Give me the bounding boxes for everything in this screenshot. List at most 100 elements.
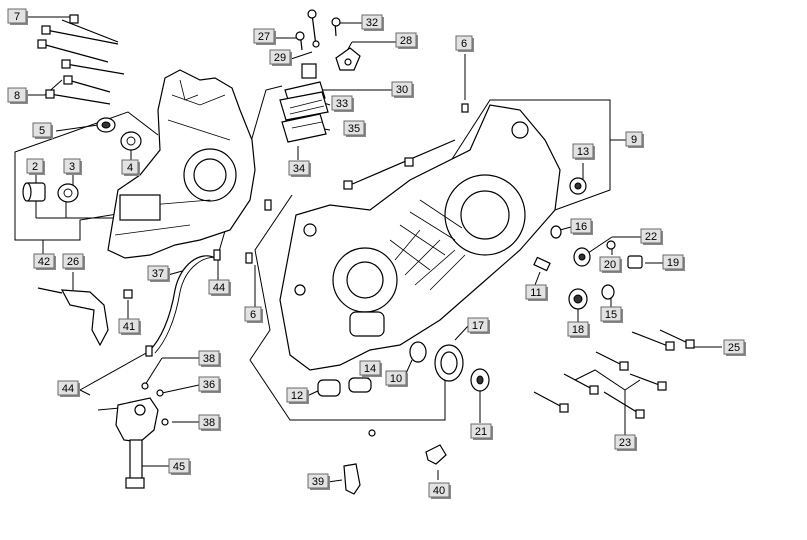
callout-19-label: 19: [667, 257, 679, 269]
callout-45: 45: [168, 458, 191, 475]
callout-21-label: 21: [475, 426, 487, 438]
callout-4-label: 4: [127, 162, 133, 174]
callout-3-label: 3: [69, 161, 75, 173]
callout-11: 11: [525, 284, 548, 301]
bearing-22: [573, 247, 591, 267]
callout-29-label: 29: [274, 52, 286, 64]
callout-21: 21: [470, 423, 493, 440]
callout-40: 40: [428, 482, 451, 499]
right-crankcase: [279, 104, 561, 371]
callout-44-label: 44: [62, 383, 74, 395]
callout-27-label: 27: [258, 31, 270, 43]
callout-26-label: 26: [67, 256, 79, 268]
callout-20-label: 20: [604, 259, 616, 271]
bracket-28: [335, 47, 361, 71]
callout-5-label: 5: [39, 125, 45, 137]
bushing-14: [348, 377, 372, 393]
callout-6-top: 6: [455, 35, 474, 52]
clip-44-upper: [213, 249, 221, 261]
callout-30: 30: [391, 81, 414, 98]
callout-38-upper: 38: [198, 350, 221, 367]
callout-8: 8: [7, 87, 28, 104]
callout-13-label: 13: [577, 146, 589, 158]
callout-28-label: 28: [400, 35, 412, 47]
callout-2-label: 2: [32, 161, 38, 173]
callout-41: 41: [118, 318, 141, 335]
callout-10-label: 10: [390, 373, 402, 385]
callout-9-label: 9: [631, 134, 637, 146]
callout-34-label: 34: [293, 163, 305, 175]
callout-38-lower-label: 38: [203, 417, 215, 429]
callout-30-label: 30: [396, 84, 408, 96]
hose-37: [149, 255, 220, 354]
bolts-25-23: [533, 329, 695, 419]
callout-14-label: 14: [364, 363, 376, 375]
callout-7: 7: [7, 8, 28, 25]
callout-6-lower-label: 6: [250, 309, 256, 321]
callout-26: 26: [62, 253, 85, 270]
bushing-12: [317, 379, 341, 397]
bracket-39: [343, 463, 361, 495]
dowels-6: [245, 103, 469, 264]
clip-44-lower: [145, 345, 153, 357]
callout-44-upper: 44: [208, 279, 231, 296]
callout-25: 25: [723, 339, 746, 356]
callout-39-label: 39: [312, 476, 324, 488]
callout-32-label: 32: [366, 17, 378, 29]
callout-12-label: 12: [291, 390, 303, 402]
bearing-3: [57, 183, 79, 203]
callout-15: 15: [600, 306, 623, 323]
left-crankcase-half: [107, 69, 256, 259]
callout-38-label: 38: [203, 353, 215, 365]
reed-block-30-33-35: [279, 63, 329, 143]
callout-9: 9: [625, 131, 644, 148]
seal-10: [409, 341, 427, 363]
callout-27: 27: [253, 28, 276, 45]
callout-44-lower: 44: [57, 380, 80, 397]
callout-37-label: 37: [152, 268, 164, 280]
callout-8-label: 8: [14, 90, 20, 102]
callout-15-label: 15: [605, 309, 617, 321]
callout-4: 4: [121, 159, 140, 176]
callout-36: 36: [198, 376, 221, 393]
bearing-4: [120, 131, 142, 151]
callout-10: 10: [385, 370, 408, 387]
callout-17: 17: [467, 317, 490, 334]
bolts-7-8: [37, 14, 125, 105]
callout-2: 2: [26, 158, 45, 175]
callout-11-label: 11: [530, 287, 541, 299]
plug-19: [627, 255, 643, 269]
callout-36-label: 36: [203, 379, 215, 391]
callout-19: 19: [662, 254, 685, 271]
callout-16-label: 16: [575, 221, 587, 233]
callout-29: 29: [269, 49, 292, 66]
callout-37: 37: [147, 265, 170, 282]
callout-17-label: 17: [472, 320, 484, 332]
callout-3: 3: [63, 158, 82, 175]
callout-6-label: 6: [461, 38, 467, 50]
callout-42-label: 42: [38, 256, 50, 268]
callout-38-lower: 38: [198, 414, 221, 431]
callout-32: 32: [361, 14, 384, 31]
screws-38-36: [141, 382, 169, 426]
bushing-2: [22, 182, 46, 202]
callout-42: 42: [33, 253, 56, 270]
screw-small-center: [368, 429, 376, 437]
pin-11: [533, 256, 551, 272]
callout-34: 34: [288, 160, 311, 177]
seal-5: [96, 117, 116, 133]
callout-22-label: 22: [645, 231, 657, 243]
callout-20: 20: [599, 256, 622, 273]
callout-45-label: 45: [173, 461, 185, 473]
callout-23: 23: [614, 434, 637, 451]
callout-7-label: 7: [14, 11, 20, 23]
callout-16: 16: [570, 218, 593, 235]
seal-16: [550, 225, 562, 239]
callout-33: 33: [331, 95, 354, 112]
callout-6-lower: 6: [244, 306, 263, 323]
callout-35-label: 35: [348, 123, 360, 135]
callout-28: 28: [395, 32, 418, 49]
callout-13: 13: [572, 143, 595, 160]
callout-39: 39: [307, 473, 330, 490]
